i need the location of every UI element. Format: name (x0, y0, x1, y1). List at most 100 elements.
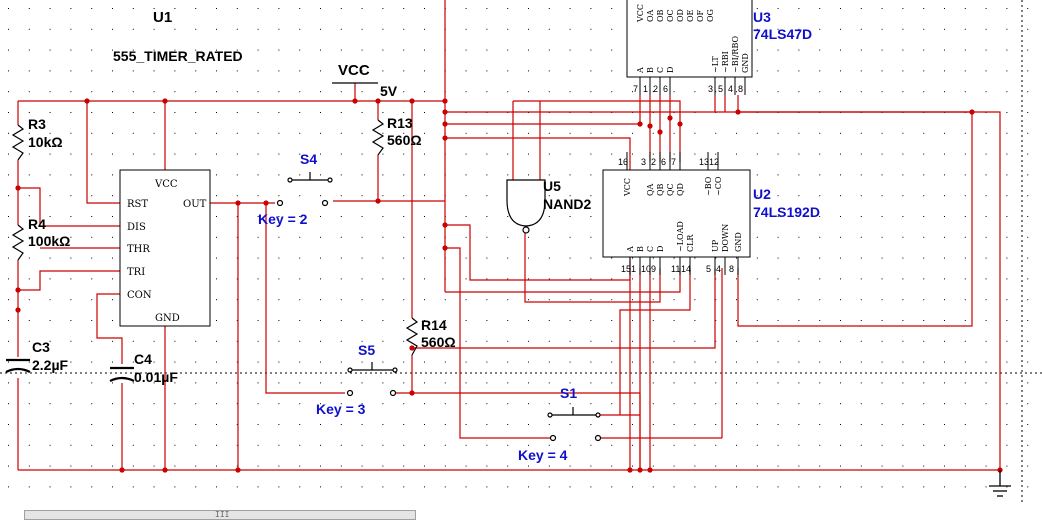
grid-dot (195, 28, 197, 30)
grid-dot (964, 403, 966, 405)
resistor-r3[interactable] (11, 124, 25, 161)
grid-dot (1027, 320, 1029, 321)
grid-dot (1027, 486, 1029, 488)
grid-dot (840, 320, 841, 321)
grid-dot (944, 486, 945, 488)
capacitor-c4[interactable] (109, 366, 135, 382)
resistor-r4[interactable] (11, 224, 25, 261)
grid-dot (673, 91, 675, 93)
grid-dot (403, 382, 405, 384)
u3-pin-number: 3 (708, 84, 713, 94)
u1-555-timer[interactable]: VCC RST OUT DIS THR TRI CON GND (119, 169, 211, 327)
grid-dot (819, 340, 821, 342)
grid-dot (320, 236, 321, 238)
grid-dot (923, 174, 925, 176)
grid-dot (257, 299, 259, 301)
grid-dot (257, 236, 259, 238)
grid-dot (632, 299, 633, 301)
grid-dot (881, 382, 883, 384)
u2-pin-number: 16 (618, 157, 628, 167)
grid-dot (528, 153, 529, 155)
grid-dot (299, 382, 301, 384)
junction-dot (627, 467, 633, 473)
resistor-r14[interactable] (405, 317, 419, 356)
scrollbar-grip[interactable]: III (215, 510, 230, 519)
grid-dot (112, 465, 113, 467)
grid-dot (715, 299, 717, 301)
junction-dot (442, 222, 448, 228)
vcc-symbol[interactable]: VCC 5V (332, 62, 398, 99)
grid-dot (736, 340, 737, 342)
horizontal-scrollbar[interactable]: III (24, 510, 416, 520)
grid-dot (424, 236, 425, 238)
grid-dot (320, 174, 321, 176)
switch-s4[interactable] (276, 172, 333, 207)
grid-dot (819, 8, 821, 9)
grid-dot (590, 70, 592, 72)
grid-dot (486, 216, 488, 217)
grid-dot (528, 299, 529, 301)
grid-dot (819, 70, 821, 72)
grid-dot (278, 382, 280, 384)
grid-dot (70, 132, 72, 134)
grid-dot (91, 236, 93, 238)
switch-s1[interactable] (547, 407, 602, 442)
grid-dot (569, 174, 571, 176)
grid-dot (632, 91, 633, 93)
grid-dot (902, 257, 904, 259)
grid-dot (944, 361, 945, 363)
grid-dot (216, 299, 217, 301)
grid-dot (694, 465, 696, 467)
grid-dot (486, 28, 488, 30)
grid-dot (70, 382, 72, 384)
grid-dot (673, 361, 675, 363)
grid-dot (528, 278, 529, 280)
grid-dot (28, 195, 30, 197)
grid-dot (361, 465, 363, 467)
grid-dot (257, 28, 259, 30)
grid-dot (236, 486, 238, 488)
resistor-r13[interactable] (371, 119, 385, 156)
grid-dot (881, 8, 883, 9)
u2-pin-number: 14 (681, 264, 691, 274)
grid-dot (507, 153, 509, 155)
grid-dot (132, 49, 134, 51)
grid-dot (611, 278, 613, 280)
capacitor-c3[interactable] (5, 358, 31, 373)
grid-dot (278, 257, 280, 259)
grid-dot (361, 28, 363, 30)
grid-dot (70, 340, 72, 342)
grid-dot (8, 195, 9, 197)
u3-pin-number: 7 (633, 84, 638, 94)
u3-bottom-pin-label: D (666, 67, 675, 73)
grid-dot (278, 424, 280, 425)
grid-dot (486, 382, 488, 384)
grid-dot (798, 299, 800, 301)
grid-dot (444, 340, 446, 342)
grid-dot (632, 132, 633, 134)
grid-dot (964, 486, 966, 488)
ground-symbol[interactable] (989, 470, 1011, 497)
grid-dot (798, 132, 800, 134)
grid-dot (611, 444, 613, 446)
grid-dot (777, 444, 779, 446)
u2-pin-number: 5 (706, 264, 711, 274)
grid-dot (964, 236, 966, 238)
u2-bottom-pin-label: ~LOAD (676, 221, 685, 252)
nand-gate-u5[interactable] (506, 179, 546, 234)
grid-dot (340, 424, 342, 425)
grid-dot (1027, 424, 1029, 425)
grid-dot (403, 361, 405, 363)
switch-s5[interactable] (346, 362, 398, 397)
junction-dot (409, 390, 415, 396)
grid-dot (361, 403, 363, 405)
wire (445, 95, 641, 125)
grid-dot (70, 195, 72, 197)
grid-dot (611, 424, 613, 425)
wire (445, 137, 631, 470)
u2-pin-number: 6 (661, 157, 666, 167)
grid-dot (777, 132, 779, 134)
